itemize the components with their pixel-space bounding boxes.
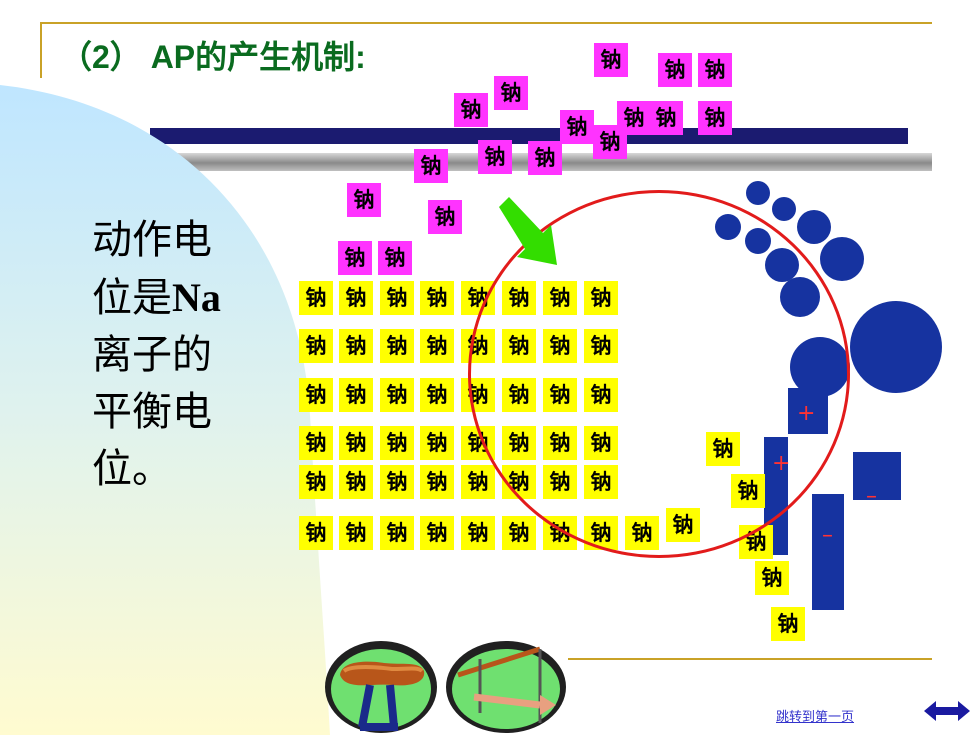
sodium-ion-inside: 钠	[420, 426, 454, 460]
sodium-ion-outside: 钠	[414, 149, 448, 183]
sodium-ion-outside: 钠	[347, 183, 381, 217]
sodium-ion-outside: 钠	[617, 101, 651, 135]
sodium-ion-outside: 钠	[478, 140, 512, 174]
sodium-ion-inside: 钠	[380, 426, 414, 460]
bottom-gold-rule	[568, 658, 932, 660]
sodium-ion-inside: 钠	[299, 426, 333, 460]
sodium-ion-inside: 钠	[299, 516, 333, 550]
side-explanation-text: 动作电位是Na 离子的平衡电位。	[92, 212, 222, 498]
sodium-ion-inside: 钠	[420, 378, 454, 412]
sodium-ion-inside: 钠	[339, 329, 373, 363]
sodium-ion-inside: 钠	[380, 465, 414, 499]
sodium-ion-outside: 钠	[378, 241, 412, 275]
sodium-ion-inside: 钠	[461, 516, 495, 550]
sodium-ion-inside: 钠	[502, 516, 536, 550]
sodium-ion-inside: 钠	[299, 378, 333, 412]
sodium-ion-inside: 钠	[299, 465, 333, 499]
sodium-ion-inside: 钠	[461, 465, 495, 499]
sodium-ion-inside: 钠	[339, 516, 373, 550]
sodium-ion-inside: 钠	[420, 281, 454, 315]
sodium-ion-outside: 钠	[428, 200, 462, 234]
sodium-ion-outside: 钠	[698, 53, 732, 87]
sodium-ion-inside: 钠	[380, 281, 414, 315]
sodium-ion-inside: 钠	[420, 465, 454, 499]
channel-bar-right	[812, 494, 844, 610]
sodium-ion-inside: 钠	[380, 378, 414, 412]
sodium-ion-outside: 钠	[698, 101, 732, 135]
sodium-ion-inside: 钠	[299, 329, 333, 363]
parallel-bars-icon[interactable]	[444, 635, 568, 735]
jump-to-first-page-link[interactable]: 跳转到第一页	[776, 710, 855, 725]
side-text-part-2: 离子的平衡电位。	[92, 332, 212, 492]
sodium-ion-inside: 钠	[339, 281, 373, 315]
sodium-ion-outside: 钠	[594, 43, 628, 77]
sodium-ion-inside: 钠	[420, 516, 454, 550]
sodium-ion-inside: 钠	[380, 329, 414, 363]
top-gold-rule	[40, 22, 932, 24]
green-arrow-icon	[499, 197, 557, 265]
side-gradient-panel	[0, 85, 330, 735]
sodium-ion-outside: 钠	[649, 101, 683, 135]
minus-sign: –	[822, 523, 833, 548]
sodium-ion-outside: 钠	[593, 125, 627, 159]
sodium-ion-inside: 钠	[339, 378, 373, 412]
left-right-arrow-icon[interactable]	[924, 700, 970, 722]
sodium-ion-outside: 钠	[454, 93, 488, 127]
sodium-ion-outside: 钠	[338, 241, 372, 275]
sodium-ion-inside: 钠	[771, 607, 805, 641]
side-text-sodium-symbol: Na	[172, 275, 221, 320]
side-text-part-1: 动作电位是	[92, 217, 212, 321]
sodium-ion-inside: 钠	[339, 426, 373, 460]
sodium-ion-outside: 钠	[560, 110, 594, 144]
red-highlight-circle	[468, 190, 850, 558]
left-gold-rule	[40, 22, 42, 78]
sodium-ion-inside: 钠	[420, 329, 454, 363]
sodium-ion-outside: 钠	[494, 76, 528, 110]
sodium-ion-inside: 钠	[380, 516, 414, 550]
sodium-ion-outside: 钠	[658, 53, 692, 87]
sodium-ion-inside: 钠	[339, 465, 373, 499]
minus-sign: –	[866, 484, 877, 509]
slide-title: （2） AP的产生机制:	[60, 39, 366, 75]
channel-block-2	[853, 452, 901, 500]
sodium-ion-inside: 钠	[299, 281, 333, 315]
sodium-ion-outside: 钠	[528, 141, 562, 175]
pommel-horse-icon[interactable]	[322, 635, 440, 735]
sodium-ion-inside: 钠	[755, 561, 789, 595]
